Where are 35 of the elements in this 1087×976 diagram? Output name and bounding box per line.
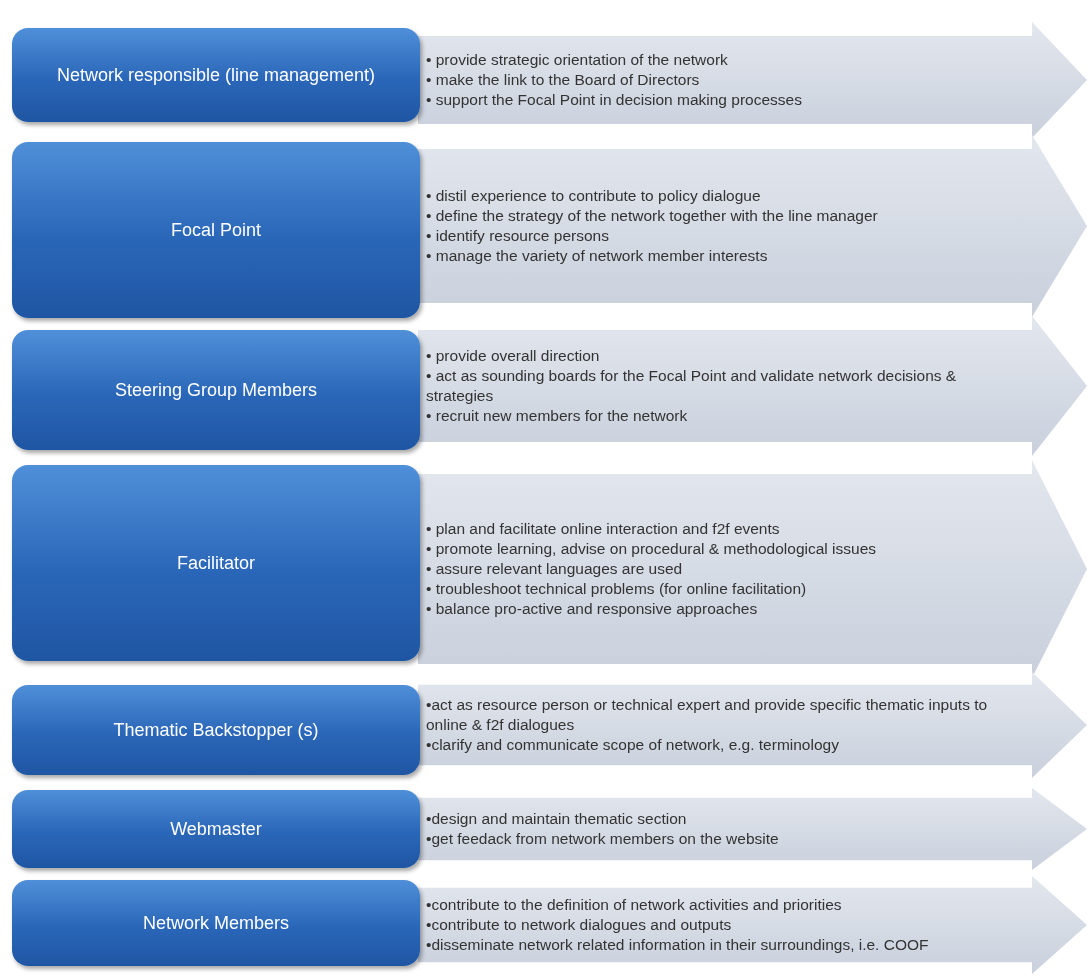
role-box: Thematic Backstopper (s): [12, 685, 420, 775]
bullet-text: • promote learning, advise on procedural & methodological issues: [426, 538, 877, 559]
bullet-text: • provide overall direction: [426, 345, 601, 366]
role-box: Webmaster: [12, 790, 420, 868]
bullet-text: •contribute to the definition of network activities and priorities: [426, 894, 843, 915]
bullet-text: •get feedack from network members on the website: [426, 829, 780, 849]
bullet-text: • distil experience to contribute to policy dialogue: [426, 185, 762, 206]
bullet-text: •design and maintain thematic section: [426, 808, 688, 829]
role-box: Network responsible (line management): [12, 28, 420, 122]
bullet-text: • recruit new members for the network: [426, 406, 689, 427]
bullet-text: • assure relevant languages are used: [426, 558, 684, 579]
bullet-text: •act as resource person or technical expert and provide specific thematic inputs to online & f2f dialogues: [426, 694, 989, 735]
bullet-text: • plan and facilitate online interaction and f2f events: [426, 518, 781, 539]
role-box: Network Members: [12, 880, 420, 966]
arrow-banner: [418, 316, 1087, 456]
bullet-text: • make the link to the Board of Directors: [426, 69, 701, 90]
role-box: Facilitator: [12, 465, 420, 661]
role-box: Steering Group Members: [12, 330, 420, 450]
bullet-text: •contribute to network dialogues and outputs: [426, 914, 733, 935]
arrow-banner: [418, 22, 1087, 138]
bullet-text: •disseminate network related information in their surroundings, i.e. COOF: [426, 935, 930, 956]
bullet-text: • provide strategic orientation of the network: [426, 49, 729, 70]
arrow-banner: [418, 672, 1087, 778]
bullet-text: • support the Focal Point in decision making processes: [426, 90, 803, 111]
bullet-text: • act as sounding boards for the Focal Point and validate network decisions & strategies: [426, 365, 958, 406]
arrow-banner: [418, 788, 1087, 870]
bullet-text: • identify resource persons: [426, 226, 610, 246]
arrow-banner: [418, 876, 1087, 974]
bullet-text: • define the strategy of the network together with the line manager: [426, 205, 879, 226]
arrow-banner: [418, 135, 1087, 317]
bullet-text: • balance pro-active and responsive approaches: [426, 599, 759, 620]
role-box: Focal Point: [12, 142, 420, 318]
bullet-text: • troubleshoot technical problems (for online facilitation): [426, 579, 808, 600]
bullet-text: •clarify and communicate scope of network, e.g. terminology: [426, 735, 840, 756]
bullet-text: • manage the variety of network member interests: [426, 246, 769, 267]
